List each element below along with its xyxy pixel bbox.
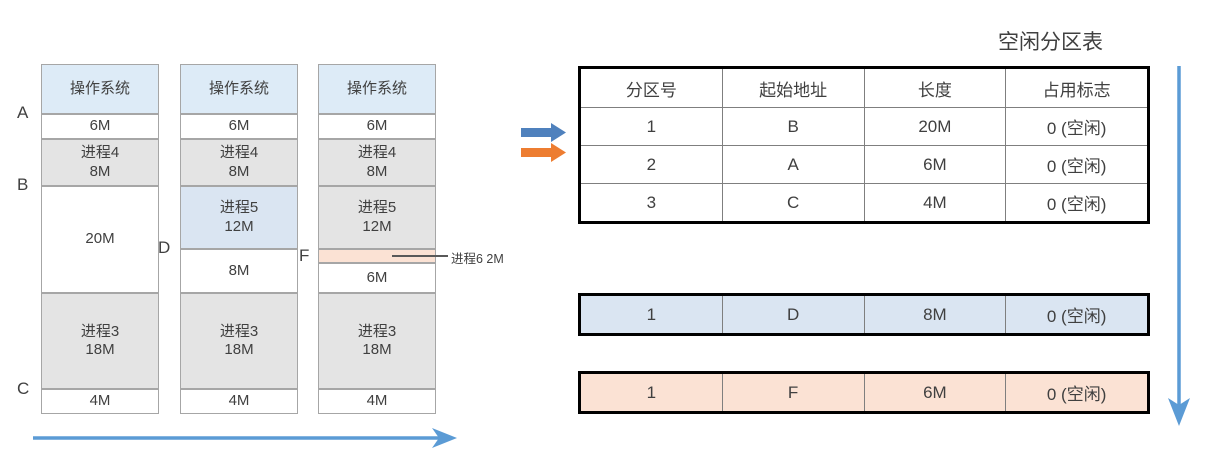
table-header-row: 分区号 起始地址 长度 占用标志 [581,69,1147,107]
memory-block-size: 8M [228,162,250,180]
memory-block-size: 12M [362,217,392,235]
memory-block-label: 进程3 [80,322,120,340]
table-cell: F [721,374,864,411]
memory-block-label: 操作系统 [208,79,269,97]
memory-block-label: 6M [366,268,388,286]
memory-block-label: 6M [366,117,388,135]
orange-right-arrow [521,143,566,162]
table-header-cell: 占用标志 [1005,69,1147,107]
memory-block-size: 12M [224,217,254,235]
table-row: 2 A 6M 0 (空闲) [581,145,1147,183]
memory-block-label: 操作系统 [69,79,130,97]
horizontal-time-arrow [33,428,457,448]
table-cell: A [721,146,864,183]
table-row: 1 F 6M 0 (空闲) [581,374,1147,411]
memory-block: 6M [318,263,436,293]
memory-block-size: 18M [362,341,392,358]
process6-callout-line [392,255,448,257]
table-cell: 4M [863,184,1006,221]
table-header-cell: 长度 [863,69,1006,107]
table-cell: 3 [646,192,657,212]
table-cell: 6M [863,146,1006,183]
memory-block-label: 6M [228,117,250,135]
table-cell: 1 [646,116,657,136]
table-cell: 0 (空闲) [1005,146,1147,183]
table-cell: C [721,184,864,221]
memory-block-label: 4M [366,392,388,410]
memory-block: 操作系统 [41,64,159,114]
table-cell: 20M [863,108,1006,145]
memory-block-label: 进程5 [219,199,259,217]
address-label-f: F [299,246,310,265]
address-label-d: D [158,238,171,257]
free-partition-table: 分区号 起始地址 长度 占用标志 1 B 20M 0 (空闲) 2 A 6M 0… [578,66,1150,224]
table-cell: 2 [646,154,657,174]
table-row: 1 D 8M 0 (空闲) [581,296,1147,333]
memory-block-label: 进程3 [219,322,259,340]
table-header-cell: 起始地址 [721,69,864,107]
memory-block-label: 20M [85,230,115,248]
table-header-cell: 分区号 [625,80,677,100]
memory-block-label: 操作系统 [346,79,407,97]
memory-block-label: 4M [228,392,250,410]
memory-block-size: 8M [366,162,388,180]
memory-block-label: 8M [228,261,250,279]
table-cell: 0 (空闲) [1005,374,1147,411]
memory-block-label: 进程4 [80,144,120,162]
address-label-a: A [17,103,29,122]
address-label-c: C [17,379,30,398]
memory-block: 20M [41,186,159,293]
memory-block: 6M [180,114,298,139]
memory-block: 操作系统 [318,64,436,114]
memory-block-label: 4M [89,392,111,410]
memory-block-size: 18M [85,341,115,358]
table-cell: 6M [863,374,1006,411]
table-cell: 1 [581,374,722,411]
memory-block: 6M [318,114,436,139]
table-cell: D [721,296,864,333]
table-row: 3 C 4M 0 (空闲) [581,183,1147,221]
memory-block-label: 进程4 [219,144,259,162]
vertical-down-arrow [1168,66,1190,426]
page-title: 空闲分区表 [998,31,1103,54]
table-cell: 0 (空闲) [1005,108,1147,145]
new-partition-row-blue: 1 D 8M 0 (空闲) [578,293,1150,336]
table-cell: 8M [863,296,1006,333]
table-cell: 1 [581,296,722,333]
memory-block: 4M [41,389,159,414]
process6-callout-label: 进程6 2M [451,252,504,266]
table-cell: 0 (空闲) [1005,296,1147,333]
memory-block: 操作系统 [180,64,298,114]
table-cell: 0 (空闲) [1005,184,1147,221]
new-partition-row-peach: 1 F 6M 0 (空闲) [578,371,1150,414]
memory-block-size: 8M [89,162,111,180]
memory-block: 4M [180,389,298,414]
table-cell: B [721,108,864,145]
address-label-b: B [17,175,29,194]
blue-right-arrow [521,123,566,142]
memory-block: 8M [180,249,298,293]
memory-block: 4M [318,389,436,414]
memory-block-label: 进程4 [357,144,397,162]
memory-block-label: 进程3 [357,322,397,340]
memory-block: 6M [41,114,159,139]
memory-block-size: 18M [224,341,254,358]
table-row: 1 B 20M 0 (空闲) [581,107,1147,145]
memory-block-label: 6M [89,117,111,135]
memory-block-label: 进程5 [357,199,397,217]
